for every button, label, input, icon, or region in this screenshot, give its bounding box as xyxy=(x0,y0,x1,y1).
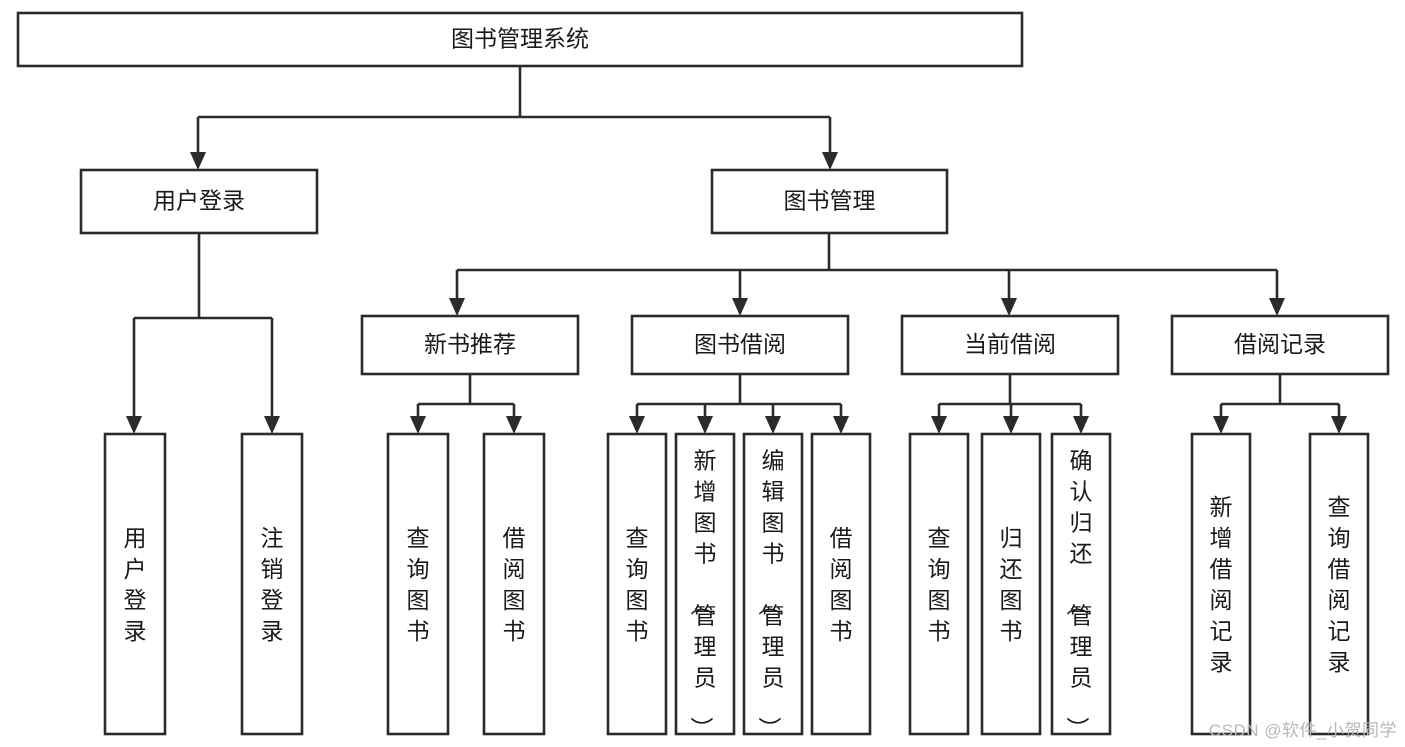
node-leaf-6-label: 编辑图书（管理员） xyxy=(757,448,785,740)
node-leaf-7[interactable]: 借阅图书 xyxy=(810,432,872,736)
node-leaf-6[interactable]: 编辑图书（管理员） xyxy=(742,432,804,740)
node-level3-1[interactable]: 图书借阅 xyxy=(630,314,850,376)
node-leaf-11-label: 新增借阅记录 xyxy=(1210,494,1233,675)
group-0-leaf-drop-0-head xyxy=(410,416,426,434)
node-leaf-10-box[interactable] xyxy=(1050,432,1112,736)
node-leaf-11-box[interactable] xyxy=(1190,432,1252,736)
node-leaf-6-box[interactable] xyxy=(742,432,804,736)
node-level3-0-label: 新书推荐 xyxy=(424,331,516,357)
node-leaf-11[interactable]: 新增借阅记录 xyxy=(1190,432,1252,736)
node-level3-2-label: 当前借阅 xyxy=(964,331,1056,357)
node-leaf-3-box[interactable] xyxy=(482,432,546,736)
books-drop-3-head xyxy=(1269,298,1285,316)
node-leaf-2[interactable]: 查询图书 xyxy=(386,432,450,736)
group-3-leaf-drop-1-head xyxy=(1331,416,1347,434)
node-level3-0[interactable]: 新书推荐 xyxy=(360,314,580,376)
node-leaf-1-box[interactable] xyxy=(240,432,304,736)
node-leaf-7-label: 借阅图书 xyxy=(830,525,853,644)
node-leaf-5-label: 新增图书（管理员） xyxy=(689,448,717,740)
node-leaf-12-label: 查询借阅记录 xyxy=(1328,494,1351,675)
group-3-leaf-drop-0-head xyxy=(1213,416,1229,434)
node-level3-3-box[interactable] xyxy=(1170,314,1390,376)
node-level3-3[interactable]: 借阅记录 xyxy=(1170,314,1390,376)
node-level2-0-label: 用户登录 xyxy=(153,188,245,214)
group-1-leaf-drop-2-head xyxy=(765,416,781,434)
node-leaf-4[interactable]: 查询图书 xyxy=(606,432,668,736)
node-level2-0[interactable]: 用户登录 xyxy=(79,168,319,235)
group-1-leaf-drop-0-head xyxy=(629,416,645,434)
node-leaf-1[interactable]: 注销登录 xyxy=(240,432,304,736)
node-leaf-4-box[interactable] xyxy=(606,432,668,736)
node-leaf-0-box[interactable] xyxy=(103,432,167,736)
books-drop-1-head xyxy=(732,298,748,316)
node-leaf-2-label: 查询图书 xyxy=(407,525,430,644)
node-leaf-5-box[interactable] xyxy=(674,432,736,736)
node-root-图书管理系统-label: 图书管理系统 xyxy=(451,26,589,52)
node-level3-1-label: 图书借阅 xyxy=(694,331,786,357)
group-1-leaf-drop-1-head xyxy=(697,416,713,434)
node-level2-1[interactable]: 图书管理 xyxy=(710,168,949,235)
group-1-leaf-drop-3-head xyxy=(833,416,849,434)
node-leaf-1-label: 注销登录 xyxy=(261,525,284,644)
login-leaf-drop-1-head xyxy=(264,416,280,434)
login-leaf-drop-0-head xyxy=(126,416,142,434)
connectors-layer xyxy=(126,66,1347,434)
node-leaf-9-label: 归还图书 xyxy=(1000,525,1023,644)
nodes-layer: 图书管理系统用户登录图书管理新书推荐图书借阅当前借阅借阅记录用户登录注销登录查询… xyxy=(16,11,1390,740)
node-leaf-8-box[interactable] xyxy=(908,432,970,736)
node-level3-0-box[interactable] xyxy=(360,314,580,376)
node-leaf-12-box[interactable] xyxy=(1308,432,1370,736)
node-leaf-7-box[interactable] xyxy=(810,432,872,736)
node-leaf-5[interactable]: 新增图书（管理员） xyxy=(674,432,736,740)
node-level3-3-label: 借阅记录 xyxy=(1234,331,1326,357)
books-drop-0-head xyxy=(449,298,465,316)
root-drop-0-head xyxy=(190,152,206,170)
node-leaf-0-label: 用户登录 xyxy=(124,525,147,644)
node-level3-1-box[interactable] xyxy=(630,314,850,376)
group-0-leaf-drop-1-head xyxy=(506,416,522,434)
node-leaf-9[interactable]: 归还图书 xyxy=(980,432,1042,736)
node-root-图书管理系统-box[interactable] xyxy=(16,11,1024,68)
group-2-leaf-drop-0-head xyxy=(931,416,947,434)
node-leaf-8[interactable]: 查询图书 xyxy=(908,432,970,736)
group-2-leaf-drop-2-head xyxy=(1073,416,1089,434)
node-leaf-2-box[interactable] xyxy=(386,432,450,736)
node-root-图书管理系统[interactable]: 图书管理系统 xyxy=(16,11,1024,68)
node-level3-2[interactable]: 当前借阅 xyxy=(900,314,1120,376)
node-leaf-10-label: 确认归还（管理员） xyxy=(1065,448,1093,740)
node-leaf-12[interactable]: 查询借阅记录 xyxy=(1308,432,1370,736)
node-level3-2-box[interactable] xyxy=(900,314,1120,376)
node-leaf-3[interactable]: 借阅图书 xyxy=(482,432,546,736)
root-drop-1-head xyxy=(822,152,838,170)
node-leaf-3-label: 借阅图书 xyxy=(503,525,526,644)
node-leaf-8-label: 查询图书 xyxy=(928,525,951,644)
group-2-leaf-drop-1-head xyxy=(1003,416,1019,434)
node-leaf-4-label: 查询图书 xyxy=(626,525,649,644)
node-leaf-0[interactable]: 用户登录 xyxy=(103,432,167,736)
node-leaf-10[interactable]: 确认归还（管理员） xyxy=(1050,432,1112,740)
node-level2-0-box[interactable] xyxy=(79,168,319,235)
node-level2-1-box[interactable] xyxy=(710,168,949,235)
books-drop-2-head xyxy=(1001,298,1017,316)
node-level2-1-label: 图书管理 xyxy=(784,188,876,214)
node-leaf-9-box[interactable] xyxy=(980,432,1042,736)
